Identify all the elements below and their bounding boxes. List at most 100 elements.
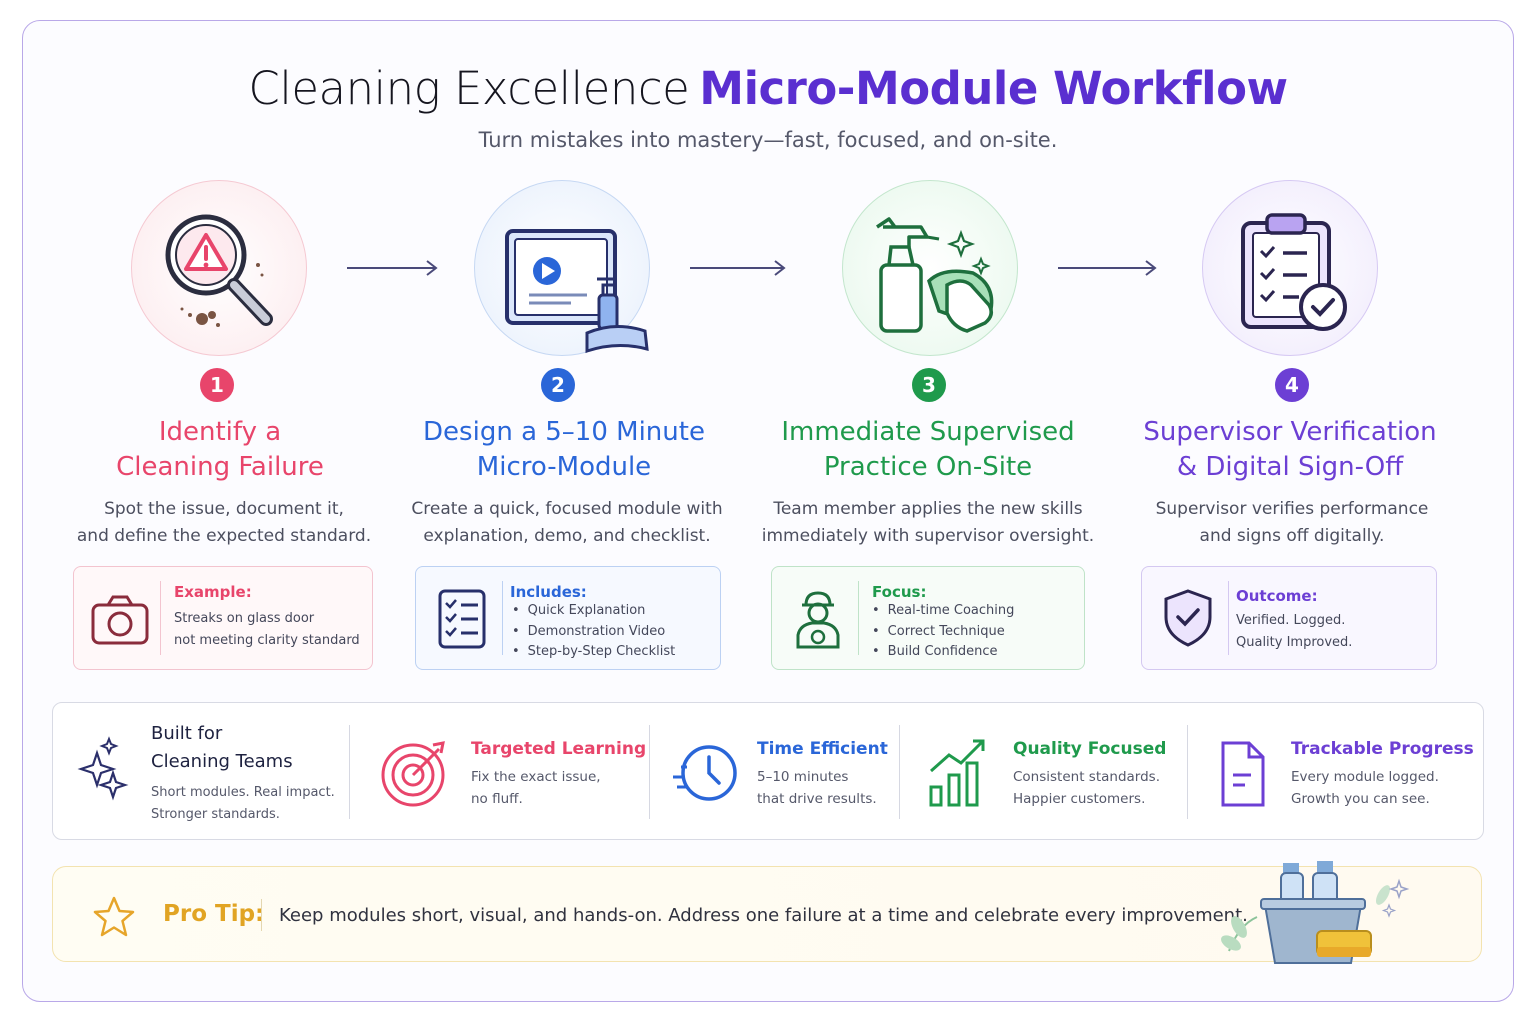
title-part-2: Micro-Module Workflow [699, 62, 1288, 115]
feature-sub-1: 5–10 minutes [757, 769, 849, 785]
step-1-title: Identify a Cleaning Failure [30, 415, 410, 485]
arrow-3-icon [1058, 260, 1157, 276]
feature-targeted-learning: Targeted Learning Fix the exact issue, n… [349, 703, 649, 841]
list-item: Step-by-Step Checklist [512, 642, 676, 663]
document-icon [1221, 741, 1265, 807]
step-4-icon-circle [1202, 180, 1378, 356]
page-subtitle: Turn mistakes into mastery—fast, focused… [478, 128, 1058, 152]
step-3-card-head: Focus: [872, 583, 927, 601]
step-1-desc-line-2: and define the expected standard. [76, 526, 372, 546]
spray-cloth-icon [876, 217, 994, 333]
list-item: Quick Explanation [512, 601, 675, 622]
step-1-icon-circle [131, 180, 307, 356]
feature-sub-2: Happier customers. [1013, 791, 1146, 807]
worker-icon [796, 591, 840, 649]
step-4-description: Supervisor verifies performance and signs… [1102, 496, 1482, 550]
step-3-title-line-1: Immediate Supervised [781, 417, 1075, 447]
step-3-card-list: Real-time Coaching Correct Technique Bui… [872, 601, 1015, 663]
step-3-number: 3 [912, 368, 946, 402]
step-1-number: 1 [200, 368, 234, 402]
feature-built-sub-2: Stronger standards. [151, 807, 280, 822]
step-3-description: Team member applies the new skills immedi… [738, 496, 1118, 550]
feature-time-efficient: Time Efficient 5–10 minutes that drive r… [649, 703, 899, 841]
step-1-card-line-2: not meeting clarity standard [174, 633, 360, 648]
step-3-desc-line-2: immediately with supervisor oversight. [761, 526, 1095, 546]
feature-head: Targeted Learning [471, 739, 647, 759]
checklist-icon [438, 589, 486, 649]
pro-tip-banner: Pro Tip: Keep modules short, visual, and… [52, 861, 1482, 964]
divider [1187, 725, 1188, 819]
feature-sub-2: no fluff. [471, 791, 523, 807]
feature-built-line-2: Cleaning Teams [151, 751, 293, 772]
list-item: Real-time Coaching [872, 601, 1015, 622]
step-1-card-line-1: Streaks on glass door [174, 611, 315, 626]
step-4-number: 4 [1275, 368, 1309, 402]
list-item: Correct Technique [872, 622, 1014, 643]
step-4-card-line-2: Quality Improved. [1236, 635, 1353, 650]
step-2-card-list: Quick Explanation Demonstration Video St… [512, 601, 676, 663]
step-3-desc-line-1: Team member applies the new skills [773, 499, 1083, 519]
step-4-title-line-1: Supervisor Verification [1143, 417, 1437, 447]
step-2-desc-line-2: explanation, demo, and checklist. [423, 526, 711, 546]
divider [261, 899, 262, 931]
bar-chart-growth-icon [929, 739, 985, 807]
step-4-desc-line-1: Supervisor verifies performance [1155, 499, 1429, 519]
feature-sub-1: Fix the exact issue, [471, 769, 601, 785]
step-1-description: Spot the issue, document it, and define t… [34, 496, 414, 550]
step-4-card-line-1: Verified. Logged. [1236, 613, 1346, 628]
feature-sub-2: that drive results. [757, 791, 877, 807]
video-screen-icon [505, 229, 649, 354]
step-3-title-line-2: Practice On-Site [823, 452, 1033, 482]
step-4-card: Outcome: Verified. Logged. Quality Impro… [1141, 566, 1437, 670]
step-1-title-line-2: Cleaning Failure [116, 452, 324, 482]
divider [899, 725, 900, 819]
arrow-1-icon [347, 260, 438, 276]
feature-head: Quality Focused [1013, 739, 1167, 759]
step-2-title-line-1: Design a 5–10 Minute [423, 417, 705, 447]
step-4-card-head: Outcome: [1236, 587, 1318, 605]
feature-built-sub-1: Short modules. Real impact. [151, 785, 335, 800]
camera-icon [91, 595, 149, 645]
step-1-card: Example: Streaks on glass door not meeti… [73, 566, 373, 670]
divider [349, 725, 350, 819]
step-2-title-line-2: Micro-Module [476, 452, 652, 482]
step-1-card-head: Example: [174, 583, 252, 601]
pro-tip-text: Keep modules short, visual, and hands-on… [279, 905, 1248, 926]
step-2-number: 2 [541, 368, 575, 402]
feature-sub-2: Growth you can see. [1291, 791, 1430, 807]
list-item: Demonstration Video [512, 622, 675, 643]
feature-head: Time Efficient [757, 739, 888, 759]
feature-trackable-progress: Trackable Progress Every module logged. … [1187, 703, 1483, 841]
shield-check-icon [1164, 589, 1212, 647]
sparkles-icon [77, 736, 129, 801]
feature-sub-1: Every module logged. [1291, 769, 1439, 785]
pro-tip-label: Pro Tip: [163, 901, 265, 927]
cleaning-bucket-icon [1221, 861, 1410, 964]
arrow-2-icon [690, 260, 786, 276]
step-1-desc-line-1: Spot the issue, document it, [104, 499, 344, 519]
step-2-card: Includes: Quick Explanation Demonstratio… [415, 566, 721, 670]
step-2-card-head: Includes: [510, 583, 587, 601]
feature-quality-focused: Quality Focused Consistent standards. Ha… [899, 703, 1187, 841]
clipboard-check-icon [1241, 213, 1347, 331]
step-2-description: Create a quick, focused module with expla… [377, 496, 757, 550]
step-2-icon-circle [474, 180, 650, 356]
step-3-card: Focus: Real-time Coaching Correct Techni… [771, 566, 1085, 670]
feature-built-line-1: Built for [151, 723, 223, 744]
magnifier-warning-icon [165, 214, 273, 327]
feature-head: Trackable Progress [1291, 739, 1474, 759]
step-4-title-line-2: & Digital Sign-Off [1176, 452, 1404, 482]
step-3-icon-circle [842, 180, 1018, 356]
step-4-title: Supervisor Verification & Digital Sign-Of… [1100, 415, 1480, 485]
target-icon [381, 741, 445, 807]
star-icon [93, 896, 135, 937]
step-2-desc-line-1: Create a quick, focused module with [411, 499, 723, 519]
step-1-title-line-1: Identify a [158, 417, 282, 447]
features-bar: Built for Cleaning Teams Short modules. … [52, 702, 1484, 840]
feature-built-for-teams: Built for Cleaning Teams Short modules. … [53, 703, 349, 841]
divider [649, 725, 650, 819]
step-4-desc-line-2: and signs off digitally. [1199, 526, 1385, 546]
